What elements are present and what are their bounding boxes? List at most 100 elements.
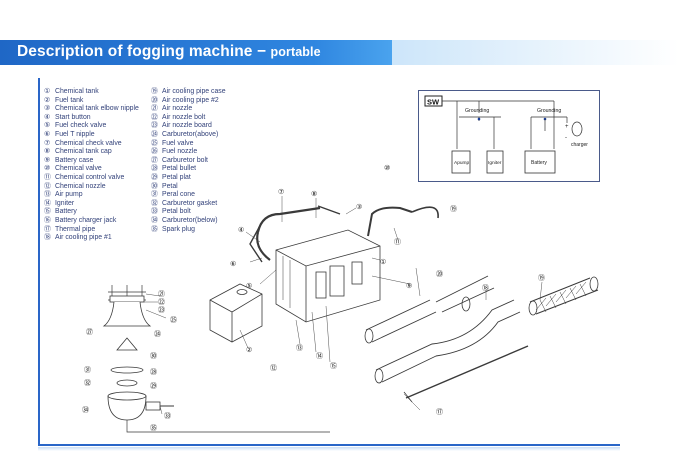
- part-number: ⑪: [44, 173, 51, 181]
- part-name: Air cooling pipe #2: [162, 96, 219, 104]
- part-number: ㉑: [151, 105, 158, 113]
- part-number: ⑤: [44, 122, 51, 130]
- part-name: Start button: [55, 113, 91, 121]
- part-name: Battery charger jack: [55, 216, 117, 224]
- part-number: ㉞: [151, 216, 158, 224]
- air-cooling-pipe-case: [528, 276, 599, 316]
- part-name: Fuel nozzle: [162, 148, 198, 156]
- part-number: ㉔: [151, 130, 158, 138]
- battery-box: [524, 150, 556, 174]
- part-name: Igniter: [55, 199, 75, 207]
- air-cooling-pipe-1: [364, 299, 437, 344]
- part-number: ㉕: [151, 139, 158, 147]
- part-number: ㉟: [151, 225, 158, 233]
- callout-17: ⑰: [436, 408, 443, 416]
- part-name: Battery case: [55, 156, 94, 164]
- part-number: ⑮: [44, 208, 51, 216]
- carburetor-assembly: [102, 285, 330, 433]
- callout-33: ㉝: [164, 412, 171, 420]
- part-name: Fuel tank: [55, 96, 84, 104]
- page-title-main: Description of fogging machine: [17, 43, 253, 60]
- grounding-label-1: Grounding: [465, 108, 489, 114]
- callout-19: ⑲: [450, 205, 457, 213]
- part-name: Air cooling pipe case: [162, 88, 226, 95]
- part-item: ㉚ Petal: [151, 183, 226, 192]
- part-number: ㉓: [151, 122, 158, 130]
- part-number: ㉙: [151, 173, 158, 181]
- part-item: ㉕ Fuel valve: [151, 140, 226, 149]
- callout-8: ⑧: [311, 190, 317, 198]
- frame-left-rule: [38, 78, 40, 446]
- callout-9: ⑨: [406, 282, 412, 290]
- part-number: ②: [44, 96, 51, 104]
- callout-20: ⑳: [436, 270, 443, 278]
- part-name: Carburetor gasket: [162, 199, 218, 207]
- part-name: Fuel T nipple: [55, 130, 95, 138]
- part-name: Air nozzle: [162, 105, 193, 113]
- callout-15: ⑮: [330, 362, 337, 370]
- chemical-tank-drawing: [275, 229, 381, 323]
- part-number: ④: [44, 113, 51, 121]
- part-number: ㉘: [151, 165, 158, 173]
- part-item: ④ Start button: [44, 114, 139, 123]
- part-item: ⑱ Air cooling pipe #1: [44, 234, 139, 243]
- part-name: Petal plat: [162, 173, 191, 181]
- part-name: Fuel valve: [162, 139, 194, 147]
- part-name: Chemical control valve: [55, 173, 125, 181]
- callout-3: ③: [356, 203, 362, 211]
- part-item: ㉙ Petal plat: [151, 174, 226, 183]
- part-number: ⑩: [44, 165, 51, 173]
- part-item: ② Fuel tank: [44, 97, 139, 106]
- part-number: ⑱: [44, 234, 51, 242]
- callout-1: ①: [380, 258, 386, 266]
- part-name: Air cooling pipe #1: [55, 234, 112, 242]
- part-name: Spark plug: [162, 225, 195, 233]
- callout-29: ㉙: [150, 382, 157, 390]
- callout-31: ㉛: [84, 366, 91, 374]
- part-item: ⑪ Chemical control valve: [44, 174, 139, 183]
- part-name: Chemical tank: [55, 88, 99, 95]
- part-number: ⑭: [44, 199, 51, 207]
- igniter-box: [486, 150, 504, 174]
- part-name: Fuel check valve: [55, 122, 107, 130]
- charger-plus: +: [565, 124, 569, 130]
- part-number: ⑰: [44, 225, 51, 233]
- callout-21: ㉑: [158, 290, 165, 298]
- callout-6: ⑥: [230, 260, 236, 268]
- apump-box: [451, 150, 471, 174]
- switch-label: SW: [427, 98, 440, 107]
- part-name: Chemical valve: [55, 165, 102, 173]
- part-number: ㉚: [151, 182, 158, 190]
- part-number: ㉒: [151, 113, 158, 121]
- callout-14: ⑭: [316, 352, 323, 360]
- part-number: ㉝: [151, 208, 158, 216]
- callout-27: ㉗: [86, 328, 93, 336]
- air-cooling-pipe-2: [435, 275, 495, 313]
- callout-22: ㉒: [158, 298, 165, 306]
- part-number: ⑦: [44, 139, 51, 147]
- callout-11: ⑪: [394, 238, 401, 246]
- igniter-label: Igniter: [488, 160, 502, 166]
- part-number: ③: [44, 105, 51, 113]
- part-number: ⑨: [44, 156, 51, 164]
- part-name: Petal: [162, 182, 178, 190]
- part-name: Air nozzle board: [162, 122, 212, 130]
- part-item: ㉑ Air nozzle: [151, 105, 226, 114]
- part-name: Peral cone: [162, 191, 195, 199]
- part-item: ⑭ Igniter: [44, 200, 139, 209]
